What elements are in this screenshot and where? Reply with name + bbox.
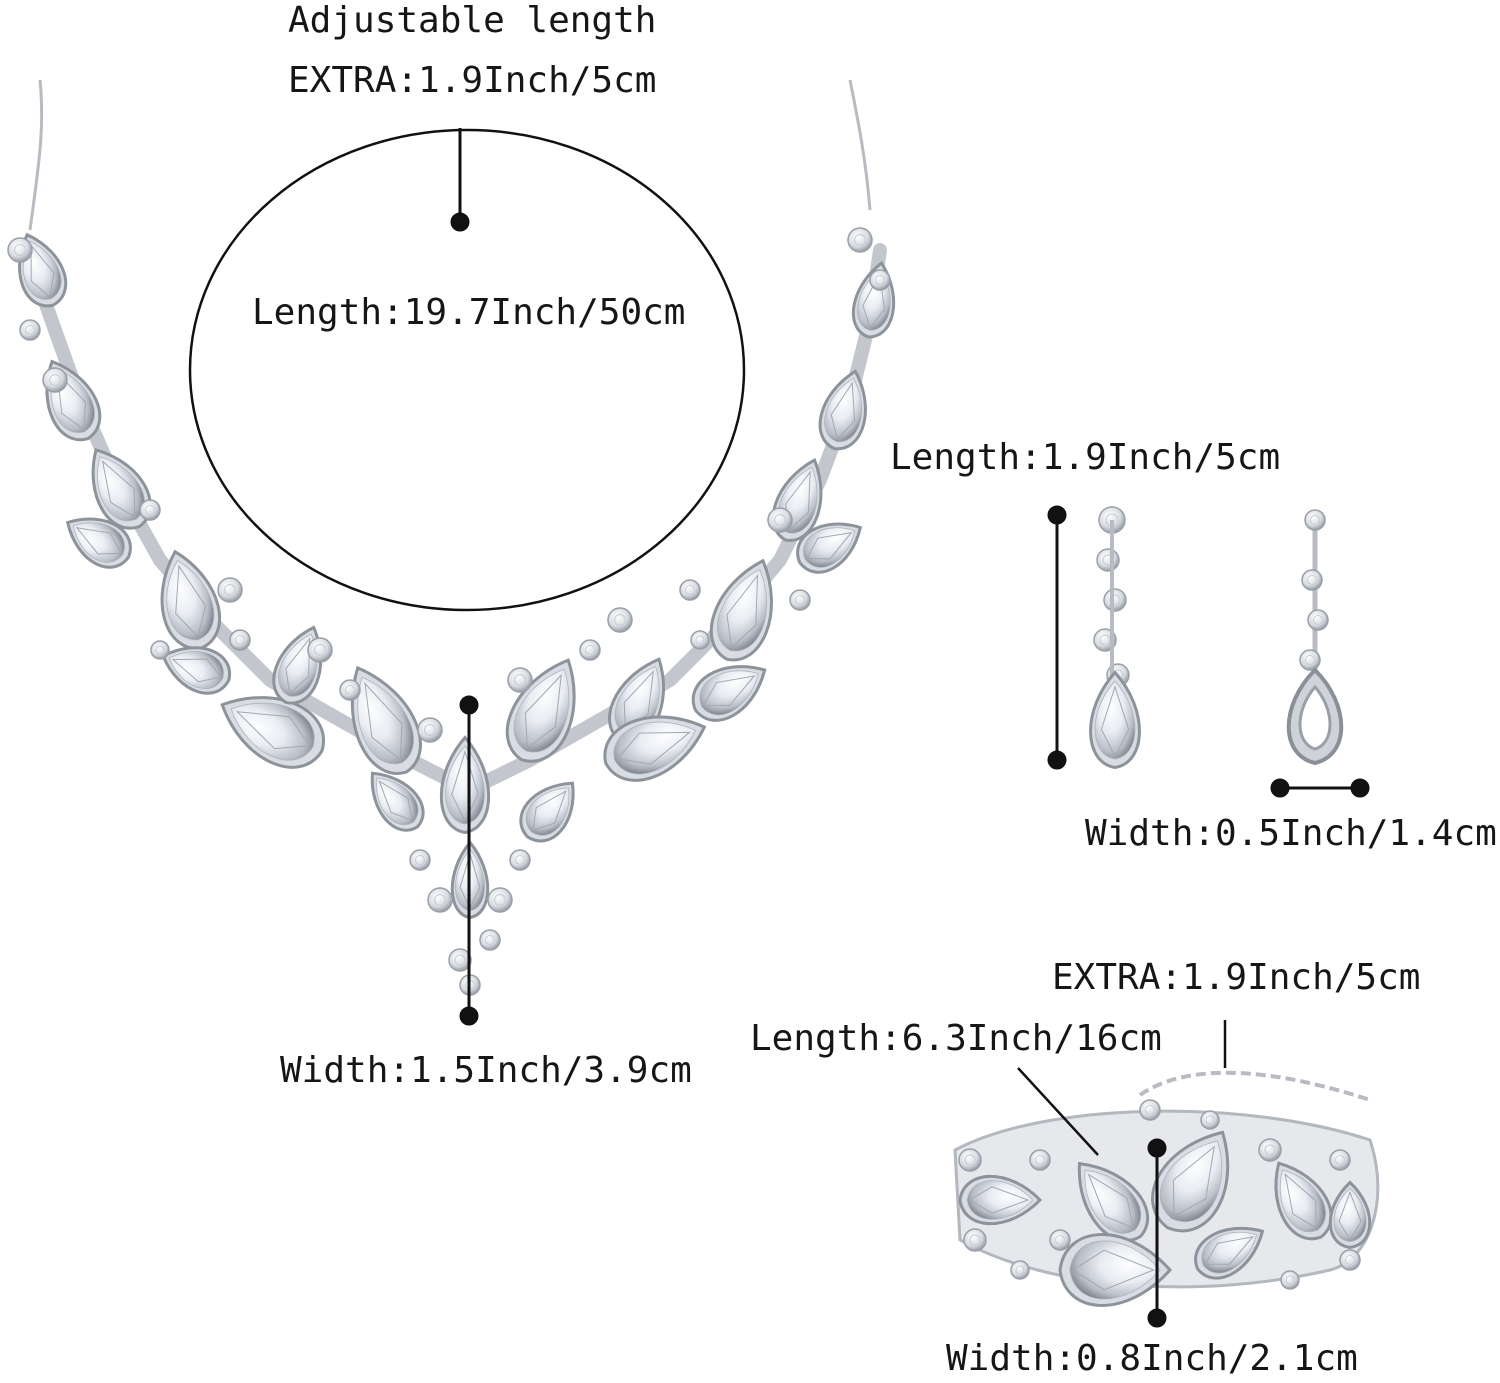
necklace-chain <box>28 79 872 231</box>
bracelet-extra-label: EXTRA:1.9Inch/5cm <box>1052 957 1421 998</box>
earring-length-label: Length:1.9Inch/5cm <box>890 437 1281 478</box>
necklace-adjustable-label: Adjustable length <box>288 0 657 41</box>
bracelet-length-label: Length:6.3Inch/16cm <box>750 1018 1162 1059</box>
earrings-image <box>1089 506 1344 770</box>
earring-measure-lines <box>1047 505 1370 798</box>
necklace-width-label: Width:1.5Inch/3.9cm <box>280 1050 692 1091</box>
bracelet-measure-lines <box>1017 1020 1227 1328</box>
necklace-extra-label: EXTRA:1.9Inch/5cm <box>288 60 657 101</box>
necklace-measure-lines <box>188 128 746 1026</box>
necklace-image <box>7 227 896 996</box>
bracelet-width-label: Width:0.8Inch/2.1cm <box>946 1338 1358 1379</box>
bracelet-image <box>953 1070 1380 1307</box>
necklace-length-label: Length:19.7Inch/50cm <box>252 292 686 333</box>
earring-width-label: Width:0.5Inch/1.4cm <box>1085 813 1497 854</box>
